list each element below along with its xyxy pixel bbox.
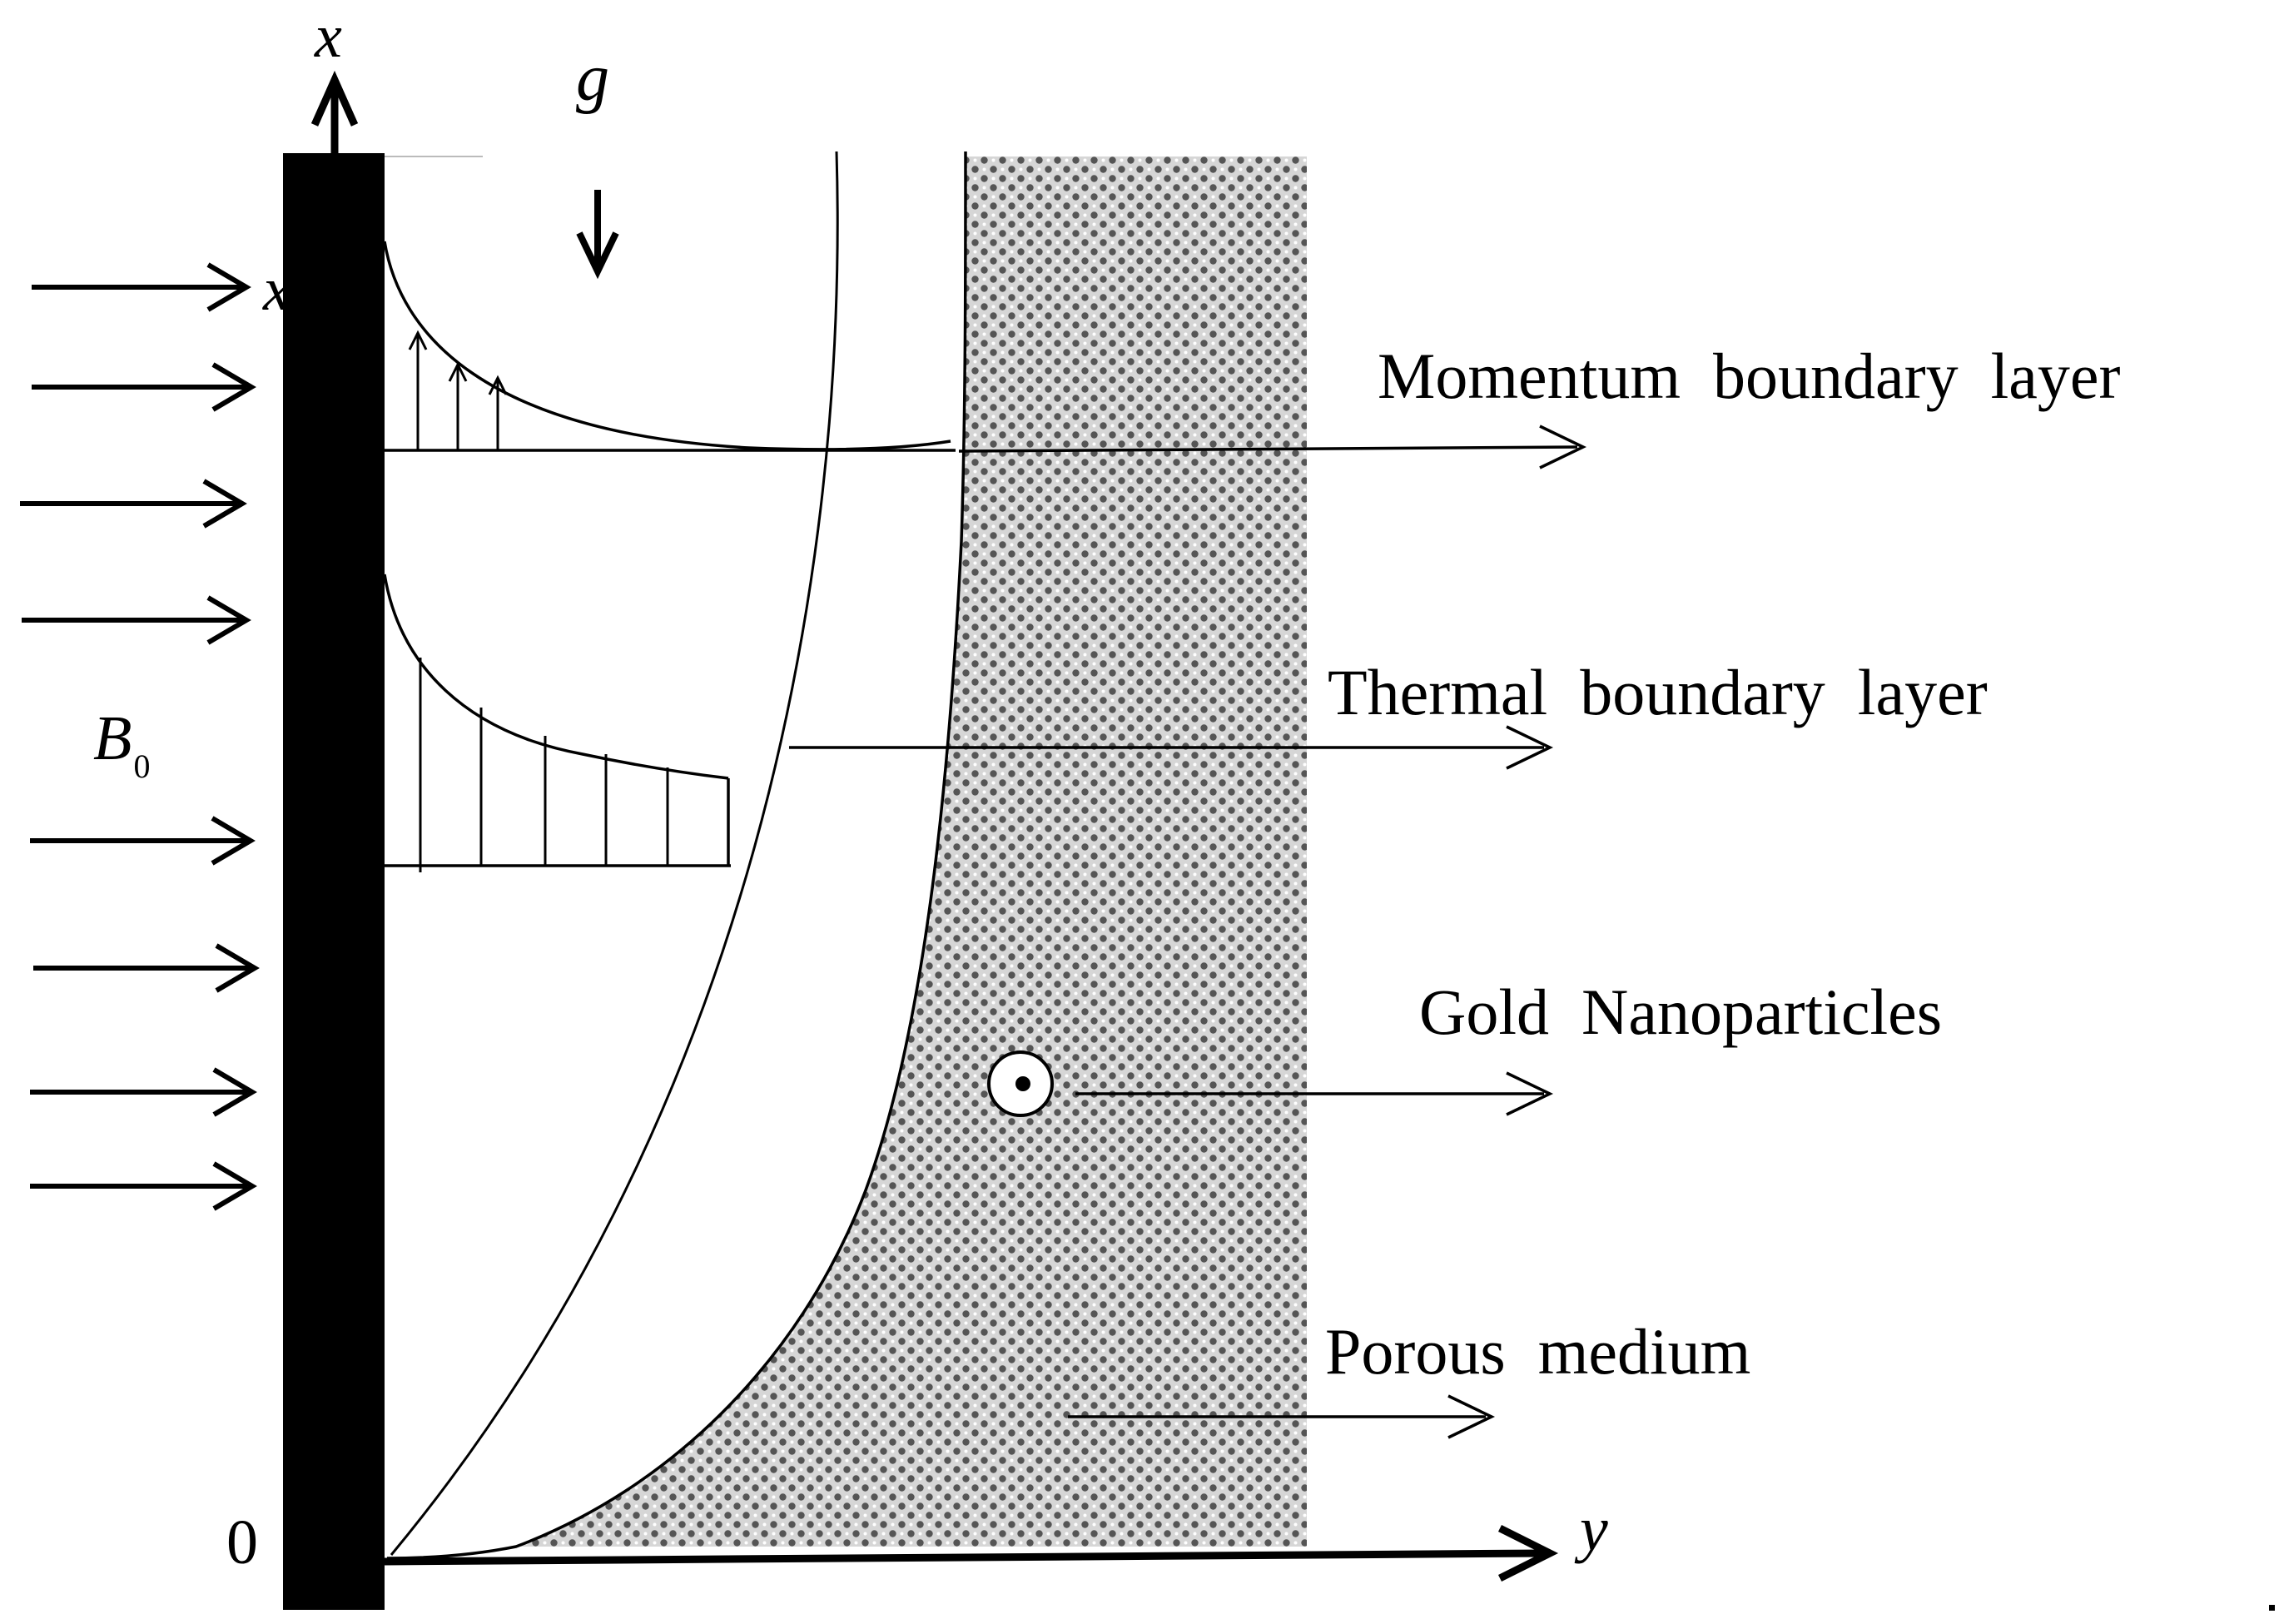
magnetic-field-base: B [93, 703, 132, 773]
temperature-hatching [419, 658, 669, 872]
velocity-vector-1-head [408, 330, 428, 350]
porous-label: Porous medium [1325, 1315, 1750, 1388]
x-axis-arrow-head [310, 70, 359, 127]
nanoparticle-dot [1015, 1076, 1030, 1091]
y-axis-line [384, 1549, 1545, 1566]
momentum-label: Momentum boundary layer [1378, 340, 2120, 412]
temperature-profile-curve [383, 574, 729, 780]
thermal-boundary-curve [386, 151, 967, 1560]
velocity-vector-2-head [448, 361, 468, 382]
vertical-wall [283, 153, 385, 1610]
momentum-pointer-line [958, 445, 1578, 453]
thermal-pointer-head [1506, 725, 1554, 770]
velocity-profile-curve [383, 241, 951, 451]
gravity-arrow-head [576, 231, 619, 280]
y-axis-label: y [1574, 1494, 1608, 1564]
porous-medium-region [516, 156, 1307, 1547]
velocity-vector-3-head [488, 375, 508, 395]
y-axis-arrow-head [1497, 1524, 1559, 1582]
momentum-boundary-curve [390, 151, 839, 1556]
momentum-pointer-head [1539, 425, 1587, 469]
origin-label: 0 [226, 1507, 258, 1577]
magnetic-field-sub: 0 [133, 747, 150, 785]
gravity-label: g [576, 42, 609, 115]
wall-x-mark: x [262, 256, 290, 324]
nanoparticles-pointer-head [1506, 1071, 1554, 1116]
nanoparticles-label: Gold Nanoparticles [1419, 976, 1942, 1048]
corner-dot [2269, 1605, 2275, 1611]
thermal-label: Thermal boundary layer [1328, 656, 1988, 728]
magnetic-field-label: B0 [93, 703, 150, 785]
x-axis-label: x [314, 2, 342, 71]
magnetic-field-arrows [20, 262, 260, 1211]
porous-pointer-head [1447, 1394, 1496, 1439]
